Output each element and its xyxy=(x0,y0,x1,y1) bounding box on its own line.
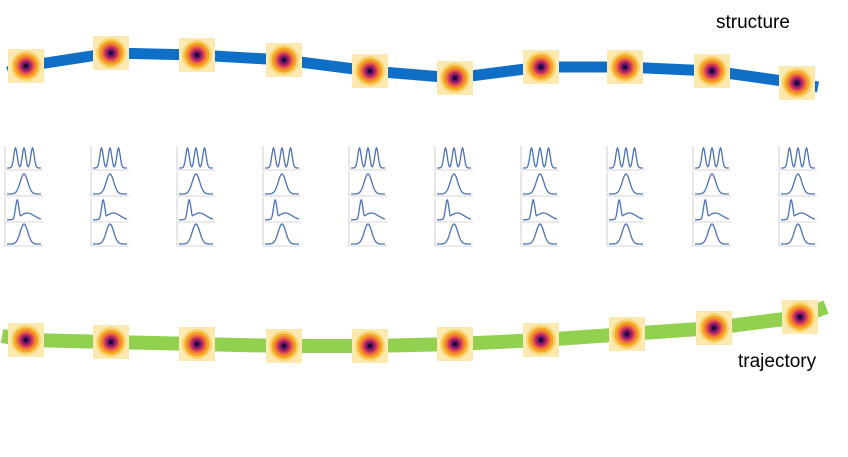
profile-plot-triple-peak xyxy=(4,146,43,171)
profile-plot-single-peak xyxy=(90,222,129,247)
structure-density-node xyxy=(8,49,44,83)
profile-plot-triple-peak xyxy=(778,146,817,171)
profile-plot-single-peak xyxy=(4,172,43,197)
profile-plot-skewed-peak xyxy=(606,198,645,223)
profile-plot-single-peak xyxy=(176,172,215,197)
profile-plot-single-peak xyxy=(176,222,215,247)
profile-plot-skewed-peak xyxy=(90,198,129,223)
profile-plot-single-peak xyxy=(4,222,43,247)
profile-plot-single-peak xyxy=(520,222,559,247)
profile-plot-skewed-peak xyxy=(692,198,731,223)
trajectory-density-node xyxy=(8,323,44,357)
profile-plot-triple-peak xyxy=(348,146,387,171)
structure-density-node xyxy=(179,38,215,72)
profile-plot-single-peak xyxy=(348,222,387,247)
profile-plot-single-peak xyxy=(434,172,473,197)
structure-density-node xyxy=(437,61,473,95)
structure-nodes xyxy=(8,36,815,100)
profile-plot-triple-peak xyxy=(434,146,473,171)
trajectory-density-node xyxy=(696,311,732,345)
profile-plot-triple-peak xyxy=(520,146,559,171)
profile-plot-single-peak xyxy=(262,172,301,197)
profile-plot-skewed-peak xyxy=(4,198,43,223)
structure-density-node xyxy=(266,43,302,77)
trajectory-nodes xyxy=(8,300,818,363)
trajectory-density-node xyxy=(179,327,215,361)
structure-density-node xyxy=(93,36,129,70)
structure-density-node xyxy=(523,50,559,84)
profile-plot-single-peak xyxy=(606,222,645,247)
profile-plot-single-peak xyxy=(520,172,559,197)
trajectory-label: trajectory xyxy=(738,351,817,372)
profile-plot-single-peak xyxy=(692,222,731,247)
trajectory-density-node xyxy=(782,300,818,334)
trajectory-density-node xyxy=(609,317,645,351)
profile-plot-skewed-peak xyxy=(176,198,215,223)
profile-plot-single-peak xyxy=(262,222,301,247)
profile-plot-single-peak xyxy=(90,172,129,197)
trajectory-density-node xyxy=(93,325,129,359)
profile-plot-triple-peak xyxy=(176,146,215,171)
profile-plot-triple-peak xyxy=(692,146,731,171)
profile-plot-triple-peak xyxy=(262,146,301,171)
trajectory-density-node xyxy=(437,327,473,361)
structure-density-node xyxy=(694,54,730,88)
trajectory-density-node xyxy=(266,329,302,363)
profile-plot-triple-peak xyxy=(90,146,129,171)
profile-plot-single-peak xyxy=(692,172,731,197)
profile-plot-skewed-peak xyxy=(348,198,387,223)
profile-plot-skewed-peak xyxy=(520,198,559,223)
trajectory-density-node xyxy=(352,329,388,363)
profile-plot-single-peak xyxy=(348,172,387,197)
trajectory-density-node xyxy=(523,323,559,357)
profile-plot-single-peak xyxy=(778,222,817,247)
profile-plot-skewed-peak xyxy=(434,198,473,223)
profile-plot-triple-peak xyxy=(606,146,645,171)
profile-plot-single-peak xyxy=(434,222,473,247)
profile-plot-skewed-peak xyxy=(778,198,817,223)
profile-plot-single-peak xyxy=(606,172,645,197)
profile-plot-single-peak xyxy=(778,172,817,197)
structure-label: structure xyxy=(716,12,790,33)
profile-grid xyxy=(4,146,817,247)
profile-plot-skewed-peak xyxy=(262,198,301,223)
structure-density-node xyxy=(607,50,643,84)
structure-density-node xyxy=(779,66,815,100)
structure-density-node xyxy=(352,54,388,88)
